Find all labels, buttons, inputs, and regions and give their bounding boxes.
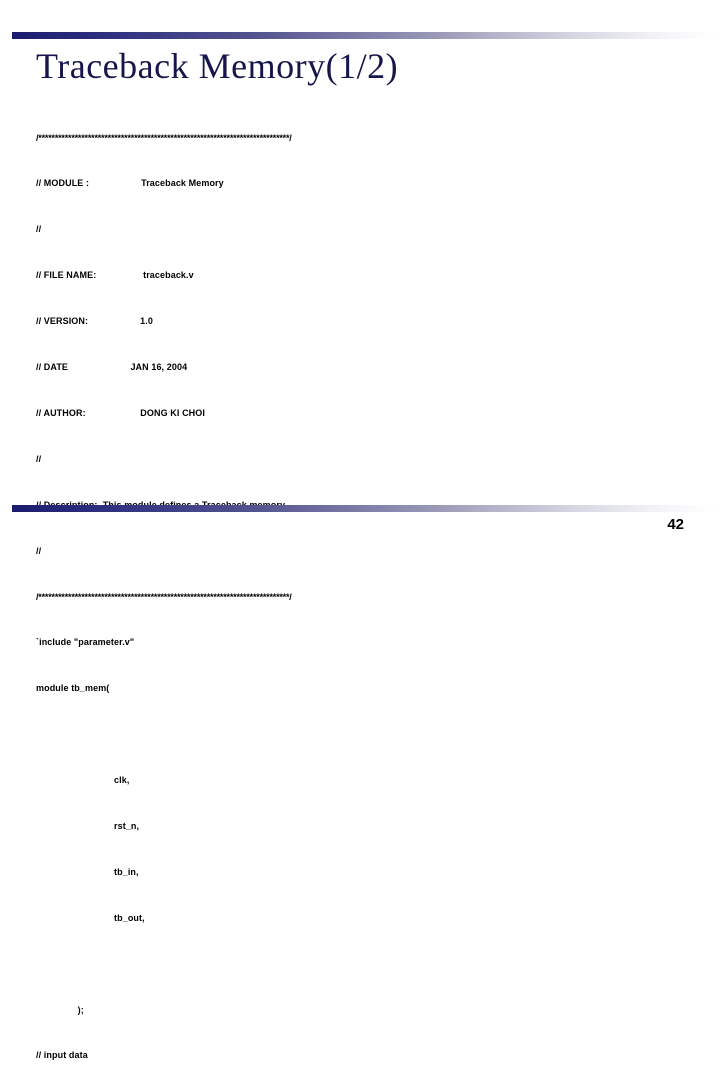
code-line: module tb_mem( xyxy=(36,683,110,694)
bottom-accent-rule xyxy=(12,505,720,512)
code-line: tb_out, xyxy=(36,912,145,923)
code-line: // FILE NAME: traceback.v xyxy=(36,270,194,281)
code-separator-bottom: /***************************************… xyxy=(36,591,292,602)
code-line: // xyxy=(36,453,42,464)
page-title: Traceback Memory(1/2) xyxy=(36,46,399,86)
top-accent-rule xyxy=(12,32,720,39)
code-line: // DATE JAN 16, 2004 xyxy=(36,362,188,373)
code-line: ); xyxy=(36,1004,84,1015)
code-block: /***************************************… xyxy=(36,100,696,1080)
code-line: // input data xyxy=(36,1050,88,1061)
code-line: rst_n, xyxy=(36,820,140,831)
code-line: `include "parameter.v" xyxy=(36,637,135,648)
code-line: // AUTHOR: DONG KI CHOI xyxy=(36,407,205,418)
code-line: // xyxy=(36,545,42,556)
code-line: // Description: This module defines a Tr… xyxy=(36,498,696,513)
code-line xyxy=(36,727,696,742)
code-line xyxy=(36,957,696,972)
code-line: // VERSION: 1.0 xyxy=(36,316,153,327)
code-line: clk, xyxy=(36,775,130,786)
page-number: 42 xyxy=(667,516,684,533)
code-line: tb_in, xyxy=(36,866,139,877)
slide: Traceback Memory(1/2) /*****************… xyxy=(12,32,720,1061)
code-line: // xyxy=(36,224,42,235)
code-separator-top: /***************************************… xyxy=(36,132,292,143)
code-line: // MODULE : Traceback Memory xyxy=(36,178,224,189)
